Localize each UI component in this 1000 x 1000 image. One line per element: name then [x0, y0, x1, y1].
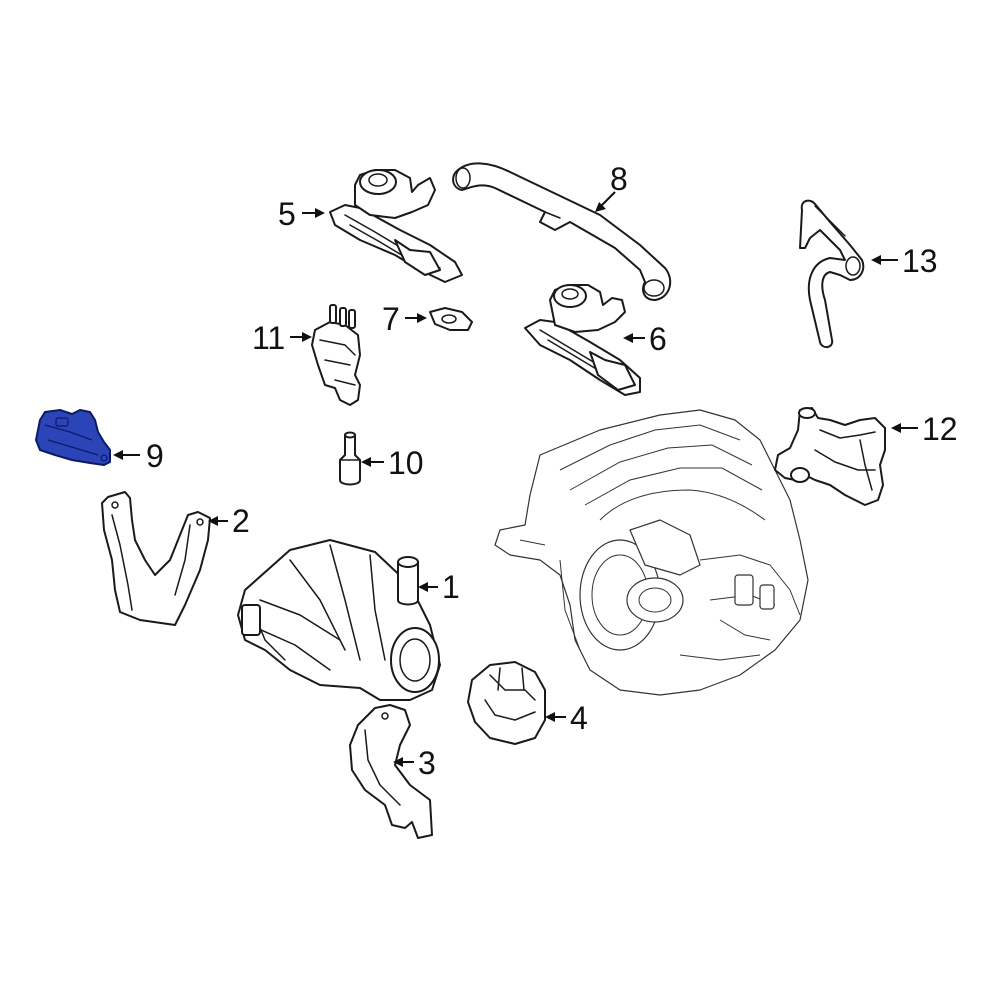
callout-number-11: 11: [252, 320, 285, 356]
part-4-coupler[interactable]: [467, 661, 546, 745]
callout-number-9: 9: [146, 438, 164, 474]
callout-number-13: 13: [902, 243, 938, 279]
callout-11: 11: [252, 320, 312, 356]
callout-13: 13: [871, 243, 938, 279]
callout-10: 10: [361, 445, 424, 481]
part-1-air-pump[interactable]: [237, 539, 441, 701]
callout-number-8: 8: [610, 161, 628, 197]
callout-5: 5: [278, 196, 325, 232]
callout-number-6: 6: [649, 321, 667, 357]
callout-3: 3: [393, 745, 436, 781]
callout-number-2: 2: [232, 503, 250, 539]
part-3-bracket[interactable]: [349, 704, 433, 839]
part-9-body[interactable]: [35, 409, 111, 466]
engine-manifold-background: [494, 409, 809, 696]
callout-8: 8: [595, 161, 628, 212]
part-5-valve[interactable]: [329, 169, 463, 283]
callout-2: 2: [208, 503, 250, 539]
part-7-gasket[interactable]: [429, 307, 473, 331]
callout-number-4: 4: [570, 700, 588, 736]
callout-number-1: 1: [442, 569, 460, 605]
callout-6: 6: [623, 321, 667, 357]
callout-4: 4: [545, 700, 588, 736]
callout-number-7: 7: [382, 301, 400, 337]
part-13-hose[interactable]: [799, 199, 865, 348]
callout-number-3: 3: [418, 745, 436, 781]
callout-number-10: 10: [388, 445, 424, 481]
part-10-fitting[interactable]: [339, 431, 361, 486]
part-11-solenoid[interactable]: [311, 304, 361, 406]
callout-9: 9: [113, 438, 164, 474]
part-2-bracket[interactable]: [101, 491, 211, 626]
part-8-hose[interactable]: [452, 162, 672, 301]
callout-number-12: 12: [922, 411, 958, 447]
part-9-highlighted[interactable]: [35, 409, 111, 466]
callout-7: 7: [382, 301, 427, 337]
part-12-diverter-valve[interactable]: [774, 407, 886, 506]
callout-number-5: 5: [278, 196, 296, 232]
callout-12: 12: [891, 411, 958, 447]
callout-1: 1: [418, 569, 460, 605]
part-6-valve[interactable]: [524, 284, 641, 396]
